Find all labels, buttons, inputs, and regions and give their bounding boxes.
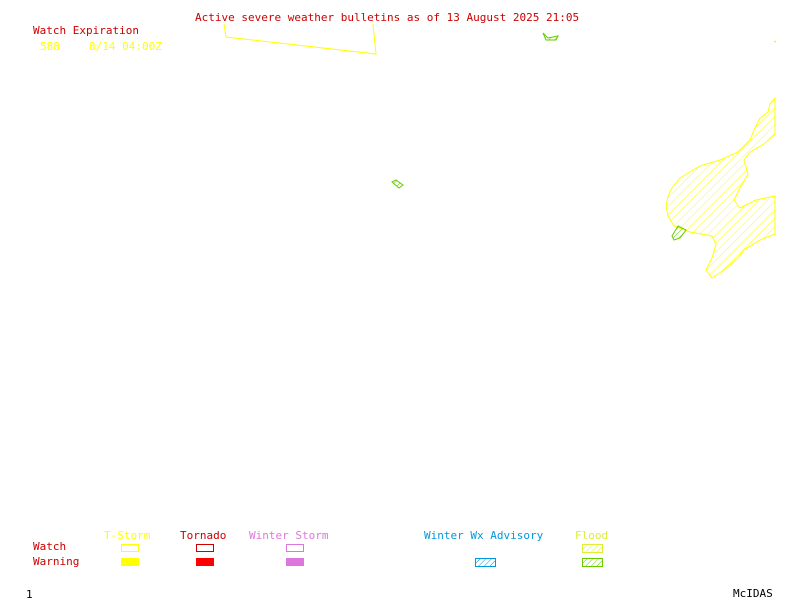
legend-winter-wx-advisory-label: Winter Wx Advisory [424, 529, 544, 542]
legend-tornado-warning-swatch [196, 558, 214, 566]
legend-tornado-label: Tornado [180, 529, 227, 542]
legend-winter-storm-label: Winter Storm [249, 529, 329, 542]
legend-tstorm-warning-swatch [121, 558, 139, 566]
page-title: Active severe weather bulletins as of 13… [195, 11, 580, 24]
legend-flood-label: Flood [575, 529, 609, 542]
flood-warning-polygon [391, 179, 404, 189]
legend-flood-watch-swatch [582, 544, 603, 553]
tstorm-warning-cluster [665, 96, 776, 279]
legend-flood-warning-swatch [582, 558, 603, 567]
legend-tstorm-label: T-Storm [104, 529, 151, 542]
watch-expiration-time: 8/14 04:00Z [89, 40, 162, 53]
legend-winter-storm-warning-swatch [286, 558, 304, 566]
legend-winter-storm-watch-swatch [286, 544, 304, 552]
frame-number: 1 [26, 588, 33, 601]
watch-expiration-id: 588 [40, 40, 60, 53]
legend-winter-wx-advisory-swatch [475, 558, 496, 567]
watch-588-outline [223, 23, 377, 55]
flood-warning-fragment [773, 40, 777, 43]
software-label: McIDAS [733, 587, 773, 600]
legend-row-warning-label: Warning [33, 555, 80, 568]
legend-tornado-watch-swatch [196, 544, 214, 552]
flood-warning-polygon [671, 225, 687, 241]
watch-expiration-label: Watch Expiration [33, 24, 139, 37]
flood-warning-polygon [542, 32, 559, 41]
legend-tstorm-watch-swatch [121, 544, 139, 552]
legend-row-watch-label: Watch [33, 540, 67, 553]
